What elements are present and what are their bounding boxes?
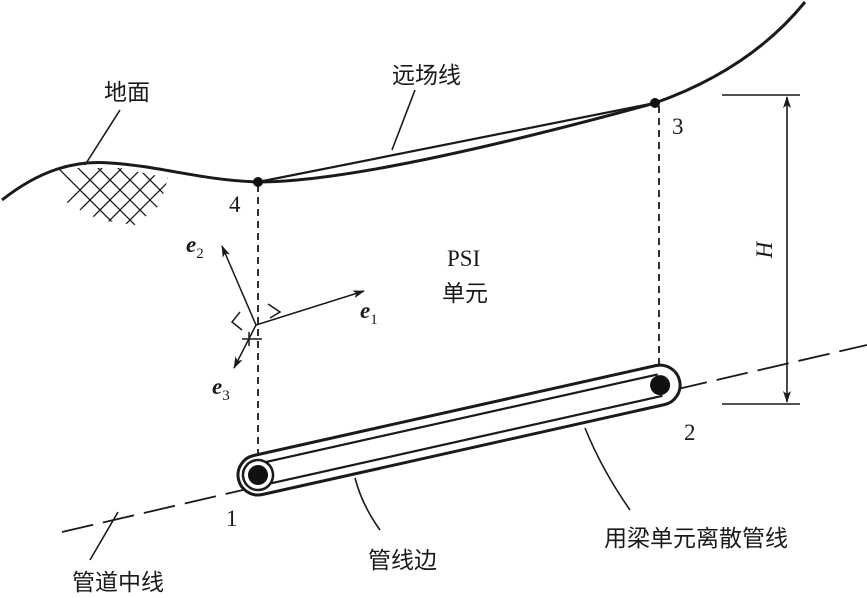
ground-label: 地面: [104, 80, 150, 106]
far-field-line: [257, 101, 656, 184]
soil-hatching: [55, 168, 168, 225]
ground-leader: [84, 109, 121, 166]
beam-pipe-label: 用梁单元离散管线: [604, 526, 788, 552]
axis-e1-label: e1: [360, 298, 378, 328]
beam-pipe-leader: [584, 427, 631, 511]
pipe-tube: [236, 363, 682, 497]
node-4-label: 4: [229, 192, 241, 217]
pipe-centerline: [61, 344, 867, 533]
pipe-edge-leader: [354, 477, 381, 531]
far-field-label: 远场线: [392, 63, 461, 89]
node-4-dot: [253, 177, 263, 187]
local-axes: [221, 245, 365, 369]
far-field-leader: [391, 89, 416, 151]
pipe-edge-label: 管线边: [368, 548, 437, 574]
psi-label-line1: PSI: [447, 246, 480, 271]
ground-surface-line: [1, 1, 807, 202]
node-2-label: 2: [684, 420, 696, 445]
node-3-label: 3: [672, 114, 684, 139]
psi-label-line2: 单元: [442, 281, 488, 307]
node-3-dot: [650, 98, 660, 108]
height-label: H: [752, 240, 777, 259]
axis-e2-label: e2: [186, 232, 204, 262]
pipe-centerline-label: 管道中线: [72, 570, 164, 596]
node-1-label: 1: [226, 506, 238, 531]
axis-e3-label: e3: [212, 374, 230, 404]
